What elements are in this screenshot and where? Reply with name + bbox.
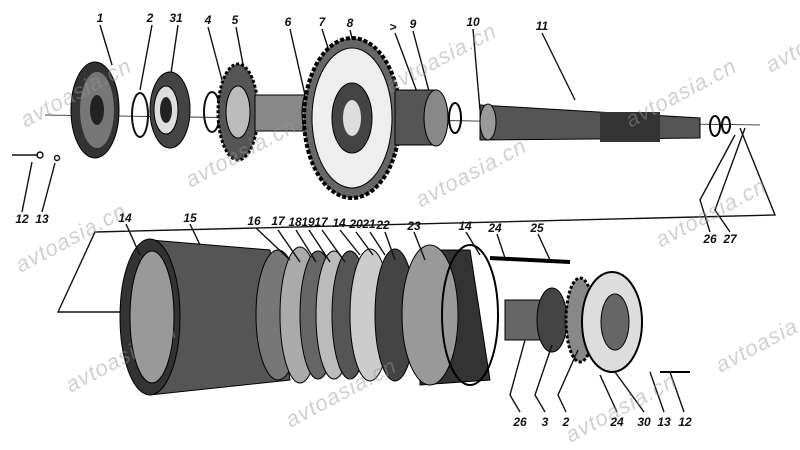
part-label: 9 — [409, 17, 417, 31]
part-label: 14 — [118, 211, 132, 225]
part-label: > — [389, 20, 397, 34]
part-label: 1 — [96, 11, 104, 25]
part-label: 12 — [678, 415, 692, 429]
part-label: 14 — [458, 219, 472, 233]
flange-part — [70, 61, 120, 159]
part-label: 12 — [15, 212, 29, 226]
part-label: 17 — [314, 215, 328, 229]
part-label: 22 — [376, 218, 390, 232]
part-label: 2 — [146, 11, 154, 25]
part-label: 2 — [562, 415, 570, 429]
part-label: 8 — [346, 16, 354, 30]
part-label: 6 — [284, 15, 292, 29]
part-label: 13 — [657, 415, 671, 429]
part-label: 4 — [204, 13, 212, 27]
part-label: 26 — [703, 232, 717, 246]
part-label: 30 — [637, 415, 651, 429]
part-label: 5 — [231, 13, 239, 27]
part-label: 13 — [35, 212, 49, 226]
part-label: 7 — [318, 15, 326, 29]
part-label: 18 — [288, 215, 302, 229]
part-label: 27 — [723, 232, 737, 246]
part-label: 25 — [530, 221, 544, 235]
part-label: 15 — [183, 211, 197, 225]
part-label: 3 — [541, 415, 549, 429]
part-label: 23 — [407, 219, 421, 233]
part-label: 26 — [513, 415, 527, 429]
part-label: 16 — [247, 214, 261, 228]
part-label: 31 — [169, 11, 183, 25]
part-label: 24 — [610, 415, 624, 429]
part-label: 19 — [301, 215, 315, 229]
part-label: 24 — [488, 221, 502, 235]
part-label: 14 — [332, 216, 346, 230]
part-label: 21 — [362, 217, 376, 231]
part-label: 20 — [349, 217, 363, 231]
part-label: 10 — [466, 15, 480, 29]
part-label: 17 — [271, 214, 285, 228]
part-label: 11 — [535, 19, 549, 33]
